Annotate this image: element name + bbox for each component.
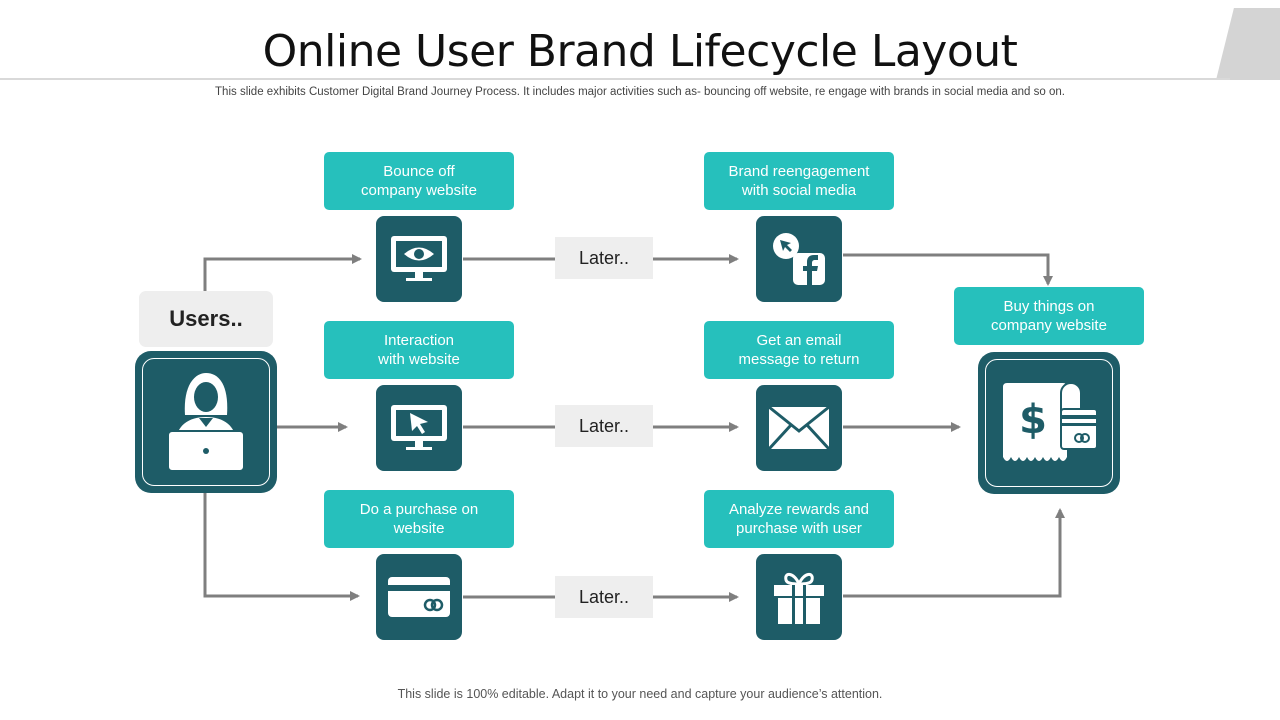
- stage-brand-reengagement: [756, 216, 842, 302]
- page-title: Online User Brand Lifecycle Layout: [262, 26, 1018, 77]
- stage-purchase: [376, 554, 462, 640]
- later-connector-1: Later..: [555, 237, 653, 279]
- stage-analyze-rewards: [756, 554, 842, 640]
- label-email-return: Get an email message to return: [704, 321, 894, 379]
- stage-email-return: [756, 385, 842, 471]
- arrow-users-row3: [203, 492, 360, 601]
- final-box: $: [978, 352, 1120, 494]
- footer-note: This slide is 100% editable. Adapt it to…: [397, 687, 883, 701]
- monitor-eye-icon: [391, 236, 447, 281]
- social-facebook-icon: [773, 233, 825, 285]
- monitor-cursor-icon: [391, 405, 447, 450]
- svg-text:$: $: [1019, 397, 1047, 443]
- label-brand-reengagement: Brand reengagement with social media: [704, 152, 894, 210]
- later-connector-3: Later..: [555, 576, 653, 618]
- page-subtitle: This slide exhibits Customer Digital Bra…: [215, 86, 1065, 98]
- title-divider: [0, 78, 1230, 80]
- label-interaction: Interaction with website: [324, 321, 514, 379]
- label-buy-things: Buy things on company website: [954, 287, 1144, 345]
- credit-card-icon: [388, 577, 450, 617]
- arrow-row1-final: [843, 253, 1053, 286]
- user-laptop-icon: [167, 373, 245, 472]
- users-box: [135, 351, 277, 493]
- label-bounce-off: Bounce off company website: [324, 152, 514, 210]
- label-analyze-rewards: Analyze rewards and purchase with user: [704, 490, 894, 548]
- envelope-icon: [767, 405, 831, 451]
- later-connector-2: Later..: [555, 405, 653, 447]
- receipt-dollar-card-icon: $: [1003, 382, 1098, 461]
- arrow-users-row1: [203, 254, 362, 291]
- users-label: Users..: [139, 291, 273, 347]
- gift-icon: [774, 573, 824, 624]
- label-purchase: Do a purchase on website: [324, 490, 514, 548]
- stage-interaction: [376, 385, 462, 471]
- arrow-row3-final: [843, 508, 1065, 598]
- stage-bounce-off: [376, 216, 462, 302]
